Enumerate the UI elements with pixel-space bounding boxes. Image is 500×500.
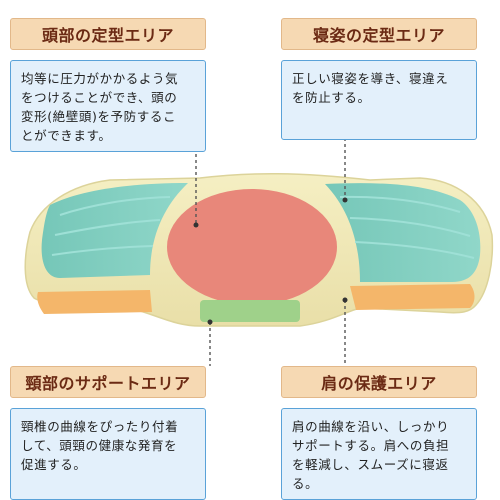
callout-text: 均等に圧力がかかるよう気 をつけることができ、頭の 変形(絶壁頭)を予防するこ … [10, 60, 206, 152]
head-zone [167, 189, 337, 305]
left-side-zone [41, 183, 188, 278]
right-shoulder-zone [350, 284, 475, 310]
neck-zone [200, 300, 300, 322]
callout-text: 正しい寝姿を導き、寝違え を防止する。 [281, 60, 477, 140]
callout-title: 頭部の定型エリア [10, 18, 206, 50]
callout-title: 肩の保護エリア [281, 366, 477, 398]
callout-title: 頸部のサポートエリア [10, 366, 206, 398]
left-shoulder-zone [37, 290, 152, 314]
callout-title: 寝姿の定型エリア [281, 18, 477, 50]
callout-text: 頸椎の曲線をぴったり付着 して、頭頸の健康な発育を 促進する。 [10, 408, 206, 500]
callout-text: 肩の曲線を沿い、しっかり サポートする。肩への負担 を軽減し、スムーズに寝返 る… [281, 408, 477, 500]
